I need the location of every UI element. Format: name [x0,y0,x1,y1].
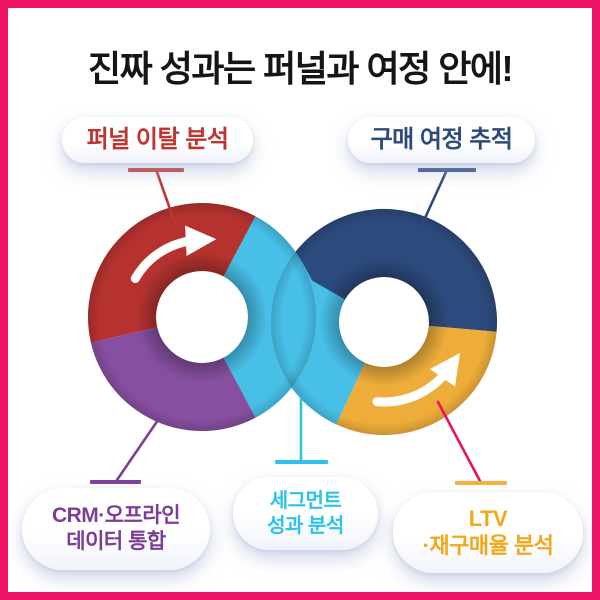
journey-connector [418,170,448,231]
segment-label-line2: 성과 분석 [267,514,344,537]
funnel-underline [128,168,184,172]
funnel-connector [155,170,179,231]
crm-offline-label-line1: CRM·오프라인 [51,504,181,528]
crm-overline [90,480,141,484]
ring-shading-layer [87,202,497,435]
ltv-overline [455,481,507,485]
ltv-label-line2: ·재구매율 분석 [422,532,554,558]
flow-arrow-left [130,225,217,283]
flow-arrow-layer [130,225,461,407]
ltv-label-line1: LTV [468,505,508,531]
journey-underline [418,168,476,172]
page-title: 진짜 성과는 퍼널과 여정 안에! [88,48,513,89]
label-pill-segment-performance: 세그먼트 성과 분석 [233,477,378,550]
label-pill-ltv-repurchase: LTV ·재구매율 분석 [393,492,583,573]
segment-overline [275,460,328,464]
crm-connector [115,418,160,482]
segment-label-line1: 세그먼트 [269,490,342,513]
flow-arrow-right [372,352,461,407]
crm-offline-label-line2: 데이터 통합 [66,530,166,553]
label-pill-journey-tracking: 구매 여정 추적 [348,117,535,163]
journey-tracking-label: 구매 여정 추적 [370,126,513,154]
label-pill-crm-offline: CRM·오프라인 데이터 통합 [22,488,210,570]
label-pill-funnel-churn: 퍼널 이탈 분석 [62,117,253,163]
ltv-connector [436,400,482,483]
funnel-churn-label: 퍼널 이탈 분석 [86,126,229,154]
connector-layer [115,170,482,483]
